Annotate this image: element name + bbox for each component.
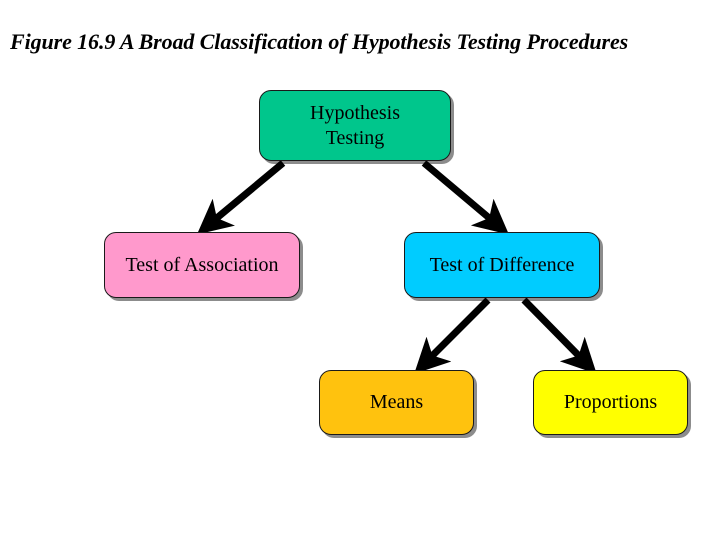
node-means-label: Means [369,391,424,413]
node-test-of-difference[interactable]: Test of Difference [404,232,600,298]
node-test-of-association[interactable]: Test of Association [104,232,300,298]
arrow-difference-to-proportions [521,297,597,374]
arrow-hypothesis-to-difference [421,160,509,235]
node-test-of-difference-label: Test of Difference [429,253,575,276]
arrow-difference-to-means [414,297,491,374]
node-means[interactable]: Means [319,370,474,435]
node-test-of-association-label: Test of Association [125,253,279,276]
node-proportions[interactable]: Proportions [533,370,688,435]
node-proportions-label: Proportions [563,391,658,413]
node-hypothesis-testing[interactable]: Hypothesis Testing [259,90,451,161]
node-hypothesis-testing-label: Hypothesis Testing [310,101,400,149]
figure-title: Figure 16.9 A Broad Classification of Hy… [10,29,629,54]
arrow-hypothesis-to-association [196,160,286,235]
